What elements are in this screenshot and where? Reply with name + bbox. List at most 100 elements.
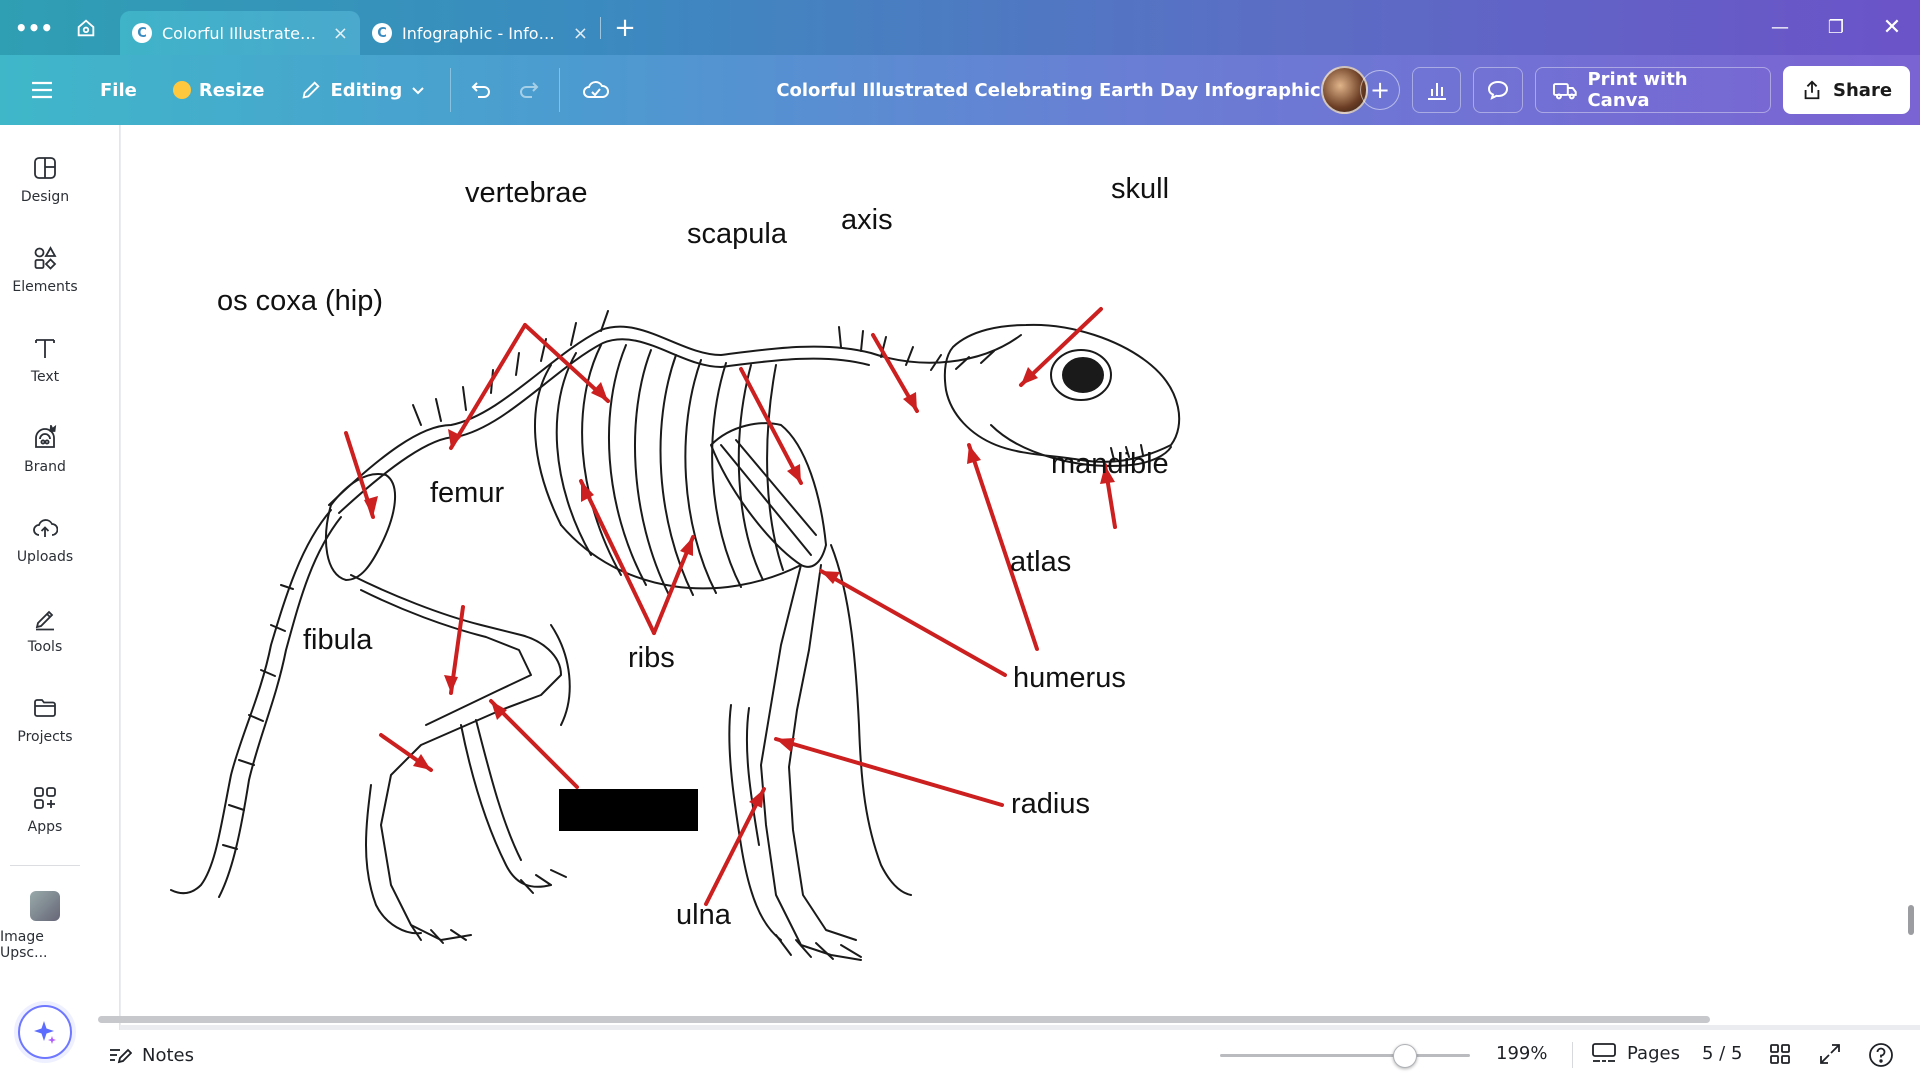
label-vertebrae[interactable]: vertebrae (465, 177, 588, 209)
sidebar-item-image-upscaler[interactable]: Image Upsc... (0, 891, 90, 961)
sidebar-item-tools[interactable]: Tools (0, 605, 90, 655)
close-tab-icon[interactable]: × (572, 22, 588, 44)
tab-active[interactable]: C Colorful Illustrated... × (120, 11, 360, 55)
truck-icon (1552, 83, 1577, 100)
label-ulna[interactable]: ulna (676, 899, 731, 931)
sidebar-item-projects[interactable]: Projects (0, 695, 90, 745)
comment-icon (1488, 80, 1509, 100)
new-tab-icon[interactable]: + (614, 12, 636, 43)
editing-mode-button[interactable]: Editing (282, 68, 444, 112)
notes-icon (110, 1048, 132, 1064)
sidebar-item-elements[interactable]: Elements (0, 245, 90, 295)
help-icon[interactable] (1868, 1042, 1894, 1068)
browser-menu-icon[interactable]: ••• (14, 15, 54, 40)
sidebar-item-brand[interactable]: Brand (0, 425, 90, 475)
design-page[interactable]: vertebrae skull scapula axis os coxa (hi… (121, 125, 1920, 1025)
tab-infographic[interactable]: C Infographic - Infogr... × (360, 11, 600, 55)
pages-label: Pages (1627, 1042, 1680, 1064)
insights-button[interactable] (1411, 67, 1462, 113)
redo-button[interactable] (505, 68, 553, 112)
close-window-icon[interactable]: ✕ (1882, 15, 1902, 40)
comments-button[interactable] (1473, 67, 1523, 113)
label-os-coxa[interactable]: os coxa (hip) (217, 285, 384, 317)
sidebar-item-label: Brand (24, 459, 66, 475)
arrowhead (967, 445, 981, 464)
bottom-bar: Notes 199% Pages 5 / 5 (98, 1030, 1920, 1080)
text-icon (35, 339, 55, 358)
redaction-box[interactable] (559, 789, 698, 831)
arrowhead (1100, 465, 1115, 484)
undo-icon (471, 82, 491, 98)
arrowhead (903, 392, 917, 411)
label-fibula[interactable]: fibula (303, 624, 373, 656)
notes-button[interactable]: Notes (108, 1044, 194, 1066)
zoom-level[interactable]: 199% (1496, 1043, 1548, 1064)
home-icon[interactable] (62, 8, 110, 48)
file-menu-button[interactable]: File (82, 68, 155, 112)
arrowheads (364, 367, 1115, 808)
tab-title: Colorful Illustrated... (162, 23, 323, 43)
label-femur[interactable]: femur (430, 477, 505, 509)
label-radius[interactable]: radius (1011, 788, 1090, 820)
print-label: Print with Canva (1587, 69, 1688, 111)
close-tab-icon[interactable]: × (332, 22, 348, 44)
notes-label: Notes (142, 1044, 194, 1066)
arrowhead (776, 738, 795, 752)
label-humerus[interactable]: humerus (1013, 662, 1126, 694)
sidebar-item-text[interactable]: Text (0, 335, 90, 385)
zoom-slider-track[interactable] (1220, 1054, 1470, 1057)
label-axis[interactable]: axis (841, 204, 893, 236)
sidebar-item-uploads[interactable]: Uploads (0, 515, 90, 565)
elements-icon (34, 246, 57, 270)
zoom-slider-handle[interactable] (1393, 1044, 1417, 1068)
pencil-icon (302, 81, 321, 99)
main-menu-button[interactable] (0, 68, 82, 112)
label-mandible[interactable]: mandible (1051, 448, 1169, 480)
resize-button[interactable]: Resize (155, 68, 283, 112)
arrow-humerus (819, 569, 1007, 677)
share-button[interactable]: Share (1783, 66, 1911, 114)
tools-icon (35, 610, 54, 631)
magic-assistant-button[interactable] (18, 1005, 72, 1059)
arrowhead (444, 675, 458, 693)
invite-plus-icon[interactable]: + (1360, 70, 1400, 110)
print-with-canva-button[interactable]: Print with Canva (1534, 67, 1772, 113)
bar-chart-icon (1427, 83, 1446, 100)
sidebar-item-apps[interactable]: Apps (0, 785, 90, 835)
pages-icon (1592, 1043, 1616, 1062)
hamburger-icon (32, 81, 52, 99)
arrowhead (491, 701, 507, 720)
resize-label: Resize (198, 79, 265, 101)
grid-view-icon[interactable] (1768, 1042, 1792, 1066)
minimize-icon[interactable]: — (1771, 17, 1789, 38)
sidebar-item-label: Tools (27, 639, 63, 655)
restore-icon[interactable]: ❐ (1827, 17, 1845, 38)
vertical-scrollbar[interactable] (1908, 905, 1914, 935)
arrow-vertebrae-2 (523, 323, 610, 403)
skeleton-diagram (170, 307, 1181, 961)
label-atlas[interactable]: atlas (1010, 546, 1072, 578)
document-title[interactable]: Colorful Illustrated Celebrating Earth D… (776, 79, 1321, 101)
cloud-save-status-button[interactable] (566, 68, 626, 112)
horizontal-scrollbar[interactable] (98, 1016, 1710, 1023)
label-scapula[interactable]: scapula (687, 218, 787, 250)
arrowhead (680, 537, 693, 556)
sidebar-item-design[interactable]: Design (0, 155, 90, 205)
projects-icon (34, 699, 56, 717)
image-upscaler-icon (30, 891, 60, 921)
undo-button[interactable] (457, 68, 505, 112)
label-skull[interactable]: skull (1111, 173, 1170, 205)
toolbar-divider (559, 68, 561, 112)
arrowhead (749, 789, 764, 808)
arrow-radius (774, 737, 1004, 807)
sidebar-item-label: Elements (12, 279, 78, 295)
window-controls: — ❐ ✕ (1752, 0, 1920, 55)
uploads-icon (33, 519, 58, 537)
label-ribs[interactable]: ribs (628, 642, 675, 674)
pages-button[interactable]: Pages (1591, 1042, 1680, 1064)
file-label: File (100, 79, 137, 101)
share-label: Share (1833, 79, 1893, 101)
brand-icon (35, 425, 57, 448)
editing-label: Editing (330, 79, 403, 101)
fullscreen-icon[interactable] (1818, 1042, 1842, 1066)
